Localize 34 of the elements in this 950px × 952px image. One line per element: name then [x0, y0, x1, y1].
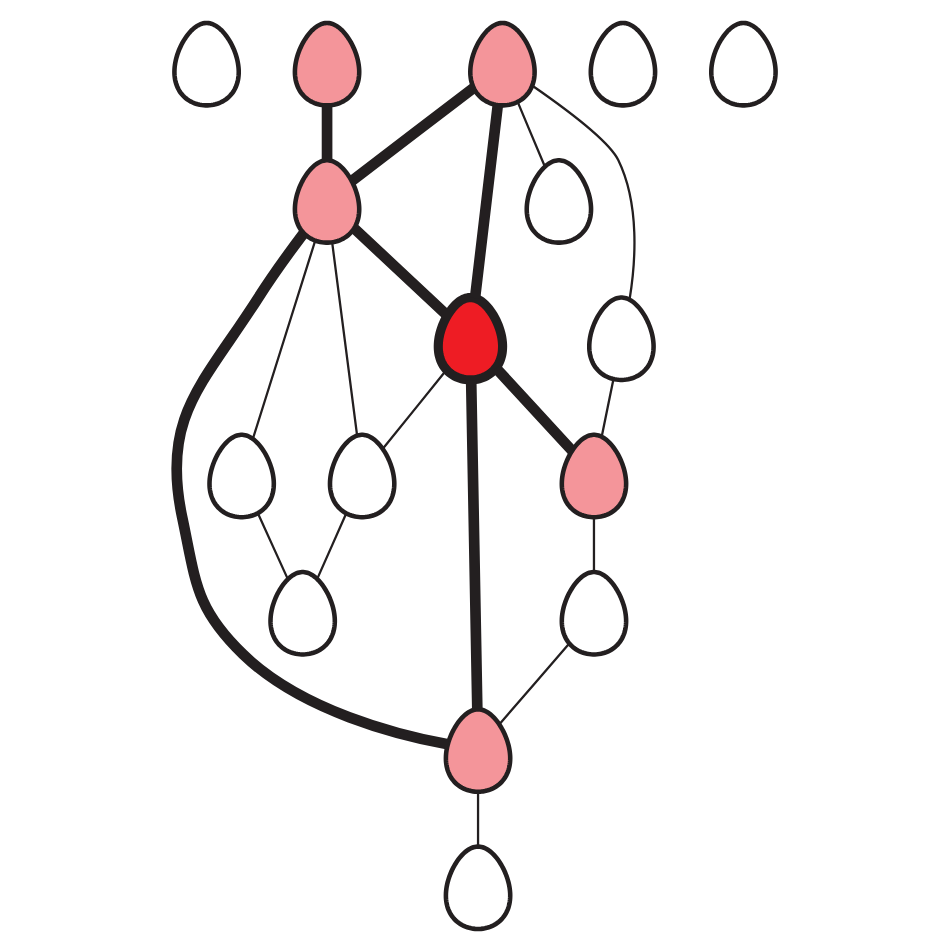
- connector: [516, 101, 546, 167]
- connector: [592, 517, 596, 572]
- node-egg: [559, 432, 629, 520]
- connector: [331, 242, 359, 436]
- connector: [531, 84, 636, 300]
- node-egg: [443, 844, 513, 932]
- connector: [351, 224, 451, 320]
- connector: [321, 106, 333, 161]
- node-egg: [327, 432, 397, 520]
- connector: [348, 83, 477, 186]
- node-egg: [172, 20, 242, 108]
- node-egg: [468, 20, 537, 108]
- node-egg: [559, 569, 629, 657]
- connector: [251, 240, 317, 440]
- node-egg: [292, 20, 362, 108]
- node-egg: [207, 432, 277, 520]
- connector: [476, 792, 480, 847]
- node-egg: [588, 20, 658, 108]
- node-egg: [587, 295, 656, 383]
- connector: [469, 104, 504, 299]
- connector: [316, 513, 348, 580]
- node-egg: [709, 20, 778, 108]
- node-egg: [443, 707, 513, 794]
- connector: [256, 513, 289, 580]
- connector: [498, 643, 570, 725]
- connector: [492, 364, 577, 455]
- connector: [600, 378, 615, 437]
- node-egg: [433, 293, 508, 385]
- connector: [171, 230, 449, 750]
- node-egg: [292, 158, 362, 245]
- connector: [465, 380, 483, 709]
- connector: [381, 369, 448, 450]
- node-egg: [524, 158, 594, 245]
- node-egg: [268, 569, 338, 657]
